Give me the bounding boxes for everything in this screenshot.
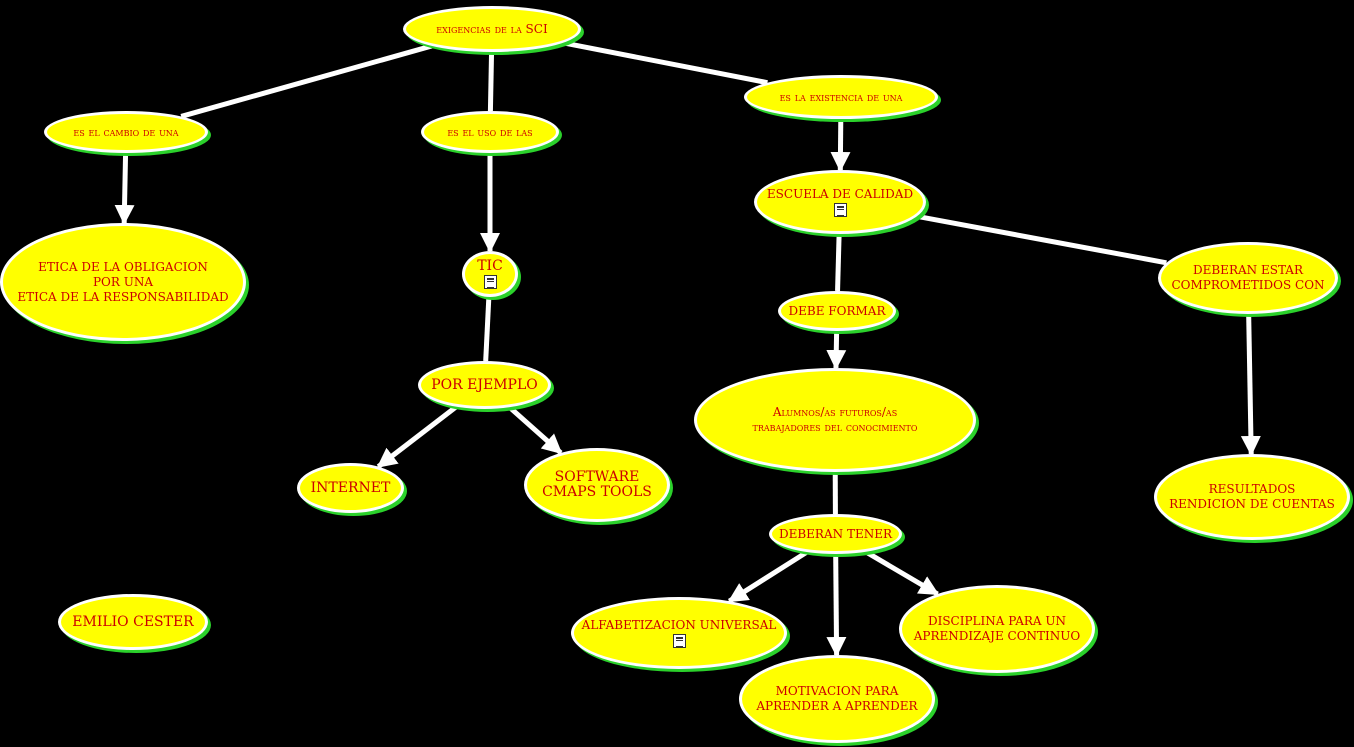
node-resultados[interactable]: RESULTADOS RENDICION DE CUENTAS	[1154, 454, 1350, 540]
link-debe_formar-to-alumnos	[826, 330, 847, 371]
node-label: es el uso de las	[447, 124, 533, 139]
link-deberan_estar-to-resultados	[1240, 313, 1261, 457]
node-emilio-cester[interactable]: EMILIO CESTER	[58, 594, 208, 650]
link-deberan_tener-to-disciplina	[864, 549, 940, 597]
node-label: ESCUELA DE CALIDAD	[766, 187, 914, 201]
node-escuela-calidad[interactable]: ESCUELA DE CALIDAD	[754, 170, 926, 234]
link-escuela-to-deberan_estar	[916, 213, 1167, 266]
link-por_ejemplo-to-internet	[376, 404, 458, 469]
document-icon[interactable]	[672, 634, 686, 648]
link-por_ejemplo-to-software	[507, 405, 563, 455]
node-label: DEBERAN ESTAR COMPROMETIDOS CON	[1171, 263, 1325, 292]
document-icon[interactable]	[833, 203, 847, 217]
node-tic[interactable]: TIC	[462, 251, 518, 297]
node-etica-obligacion[interactable]: ETICA DE LA OBLIGACION POR UNA ETICA DE …	[0, 223, 246, 341]
node-es-el-cambio[interactable]: es el cambio de una	[44, 111, 208, 153]
node-software-cmaps[interactable]: SOFTWARE CMAPS TOOLS	[524, 448, 670, 522]
link-deberan_tener-to-motivacion	[826, 553, 847, 658]
node-es-la-existencia[interactable]: es la existencia de una	[744, 75, 938, 119]
node-label: MOTIVACION PARA APRENDER A APRENDER	[756, 684, 918, 713]
node-label: POR EJEMPLO	[431, 376, 538, 393]
node-disciplina[interactable]: DISCIPLINA PARA UN APRENDIZAJE CONTINUO	[899, 585, 1095, 673]
link-tic-to-por_ejemplo	[483, 296, 492, 362]
node-motivacion[interactable]: MOTIVACION PARA APRENDER A APRENDER	[739, 655, 935, 743]
node-label: ETICA DE LA OBLIGACION POR UNA ETICA DE …	[17, 259, 229, 304]
node-es-el-uso[interactable]: es el uso de las	[421, 111, 559, 153]
node-deberan-estar[interactable]: DEBERAN ESTAR COMPROMETIDOS CON	[1158, 242, 1338, 314]
node-alfabetizacion[interactable]: ALFABETIZACION UNIVERSAL	[571, 597, 787, 669]
node-internet[interactable]: INTERNET	[297, 463, 404, 513]
node-label: DEBE FORMAR	[788, 303, 886, 318]
node-alumnos-futuros[interactable]: Alumnos/as futuros/as trabajadores del c…	[694, 368, 976, 472]
node-debe-formar[interactable]: DEBE FORMAR	[778, 291, 896, 331]
node-label: es la existencia de una	[779, 89, 903, 104]
link-escuela-to-debe_formar	[835, 233, 842, 292]
node-label: EMILIO CESTER	[72, 613, 194, 630]
node-label: SOFTWARE CMAPS TOOLS	[542, 469, 652, 500]
node-label: INTERNET	[310, 479, 391, 496]
link-link_cambio-to-etica	[114, 152, 135, 226]
link-root-to-link_cambio	[180, 43, 433, 119]
node-label: TIC	[477, 258, 503, 274]
node-label: DEBERAN TENER	[778, 526, 893, 541]
link-deberan_tener-to-alfabetizacion	[727, 549, 809, 604]
node-exigencias-sci[interactable]: exigencias de la SCI	[403, 6, 581, 52]
node-label: RESULTADOS RENDICION DE CUENTAS	[1169, 482, 1335, 511]
node-label: exigencias de la SCI	[436, 21, 548, 36]
node-por-ejemplo[interactable]: POR EJEMPLO	[418, 361, 551, 409]
document-icon[interactable]	[483, 275, 497, 289]
node-label: ALFABETIZACION UNIVERSAL	[581, 618, 777, 632]
node-deberan-tener[interactable]: DEBERAN TENER	[769, 514, 902, 554]
link-root-to-link_uso	[487, 51, 495, 112]
node-label: es el cambio de una	[73, 124, 179, 139]
link-root-to-link_existencia	[562, 40, 768, 86]
node-label: Alumnos/as futuros/as trabajadores del c…	[752, 405, 918, 434]
node-label: DISCIPLINA PARA UN APRENDIZAJE CONTINUO	[913, 614, 1081, 643]
